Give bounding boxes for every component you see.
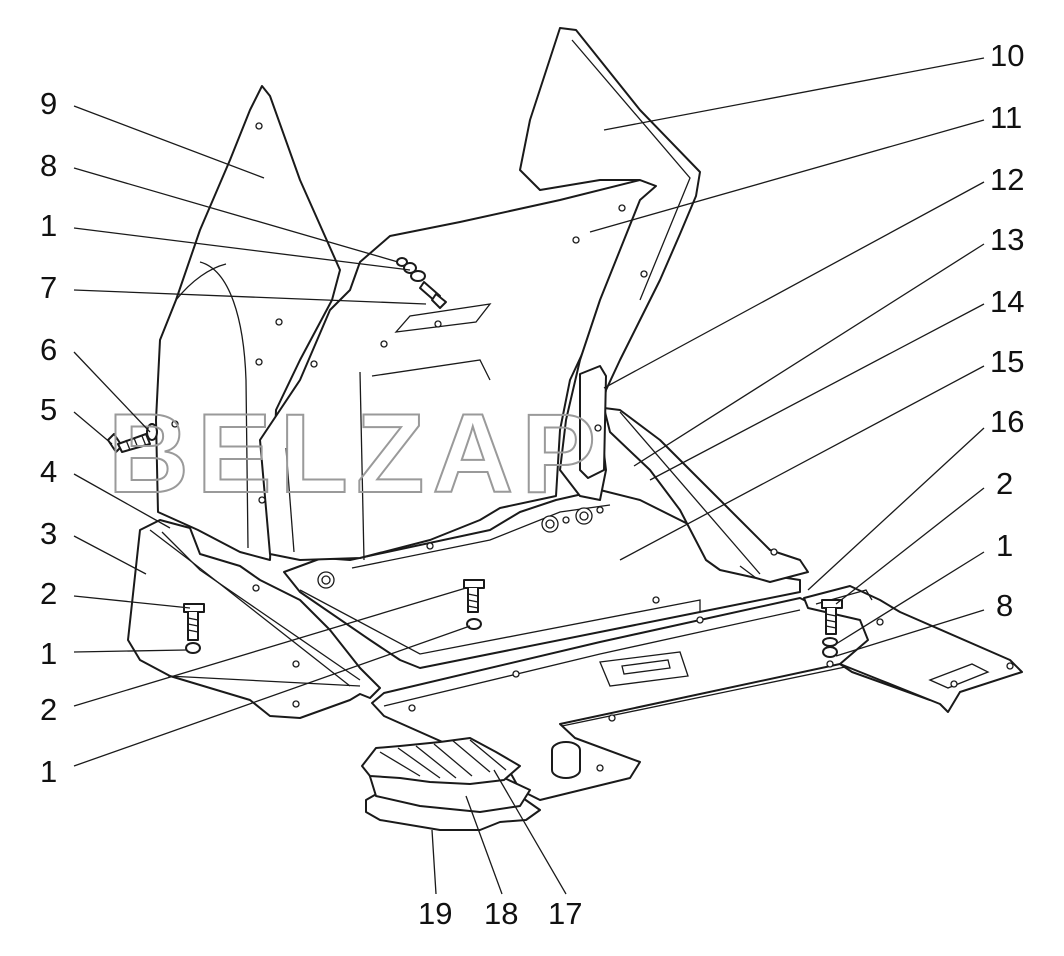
pedal-pad-assembly — [361, 737, 541, 831]
fasteners — [107, 257, 843, 658]
callout-18: 18 — [484, 896, 518, 931]
callout-16: 16 — [990, 404, 1024, 439]
callout-labels: 9 8 1 7 6 5 4 3 2 1 2 1 10 11 12 13 14 1… — [40, 38, 1024, 931]
callout-10: 10 — [990, 38, 1024, 73]
callout-1: 1 — [40, 636, 57, 671]
callout-3: 3 — [40, 516, 57, 551]
callout-5: 5 — [40, 392, 57, 427]
callout-1: 1 — [40, 208, 57, 243]
spacer-bushing — [551, 741, 581, 779]
callout-11: 11 — [990, 100, 1022, 135]
callout-8: 8 — [996, 588, 1013, 623]
callout-2: 2 — [40, 576, 57, 611]
callout-1: 1 — [996, 528, 1013, 563]
callout-19: 19 — [418, 896, 452, 931]
left-side-bracket — [127, 519, 381, 719]
callout-9: 9 — [40, 86, 57, 121]
callout-4: 4 — [40, 454, 57, 489]
callout-17: 17 — [548, 896, 582, 931]
callout-1: 1 — [40, 754, 57, 789]
callout-15: 15 — [990, 344, 1024, 379]
callout-7: 7 — [40, 270, 57, 305]
callout-14: 14 — [990, 284, 1024, 319]
watermark-text: BELZAP — [108, 391, 604, 516]
callout-2: 2 — [996, 466, 1013, 501]
callout-8: 8 — [40, 148, 57, 183]
callout-6: 6 — [40, 332, 57, 367]
callout-12: 12 — [990, 162, 1024, 197]
mounting-holes — [171, 122, 1014, 772]
watermark: BELZAP — [107, 390, 604, 517]
callout-2: 2 — [40, 692, 57, 727]
callout-13: 13 — [990, 222, 1024, 257]
side-bracket-strip — [579, 365, 607, 479]
leader-lines — [73, 57, 985, 895]
right-vertical-shield — [519, 27, 701, 501]
left-vertical-shield — [155, 85, 341, 561]
right-diagonal-rail — [603, 407, 809, 583]
